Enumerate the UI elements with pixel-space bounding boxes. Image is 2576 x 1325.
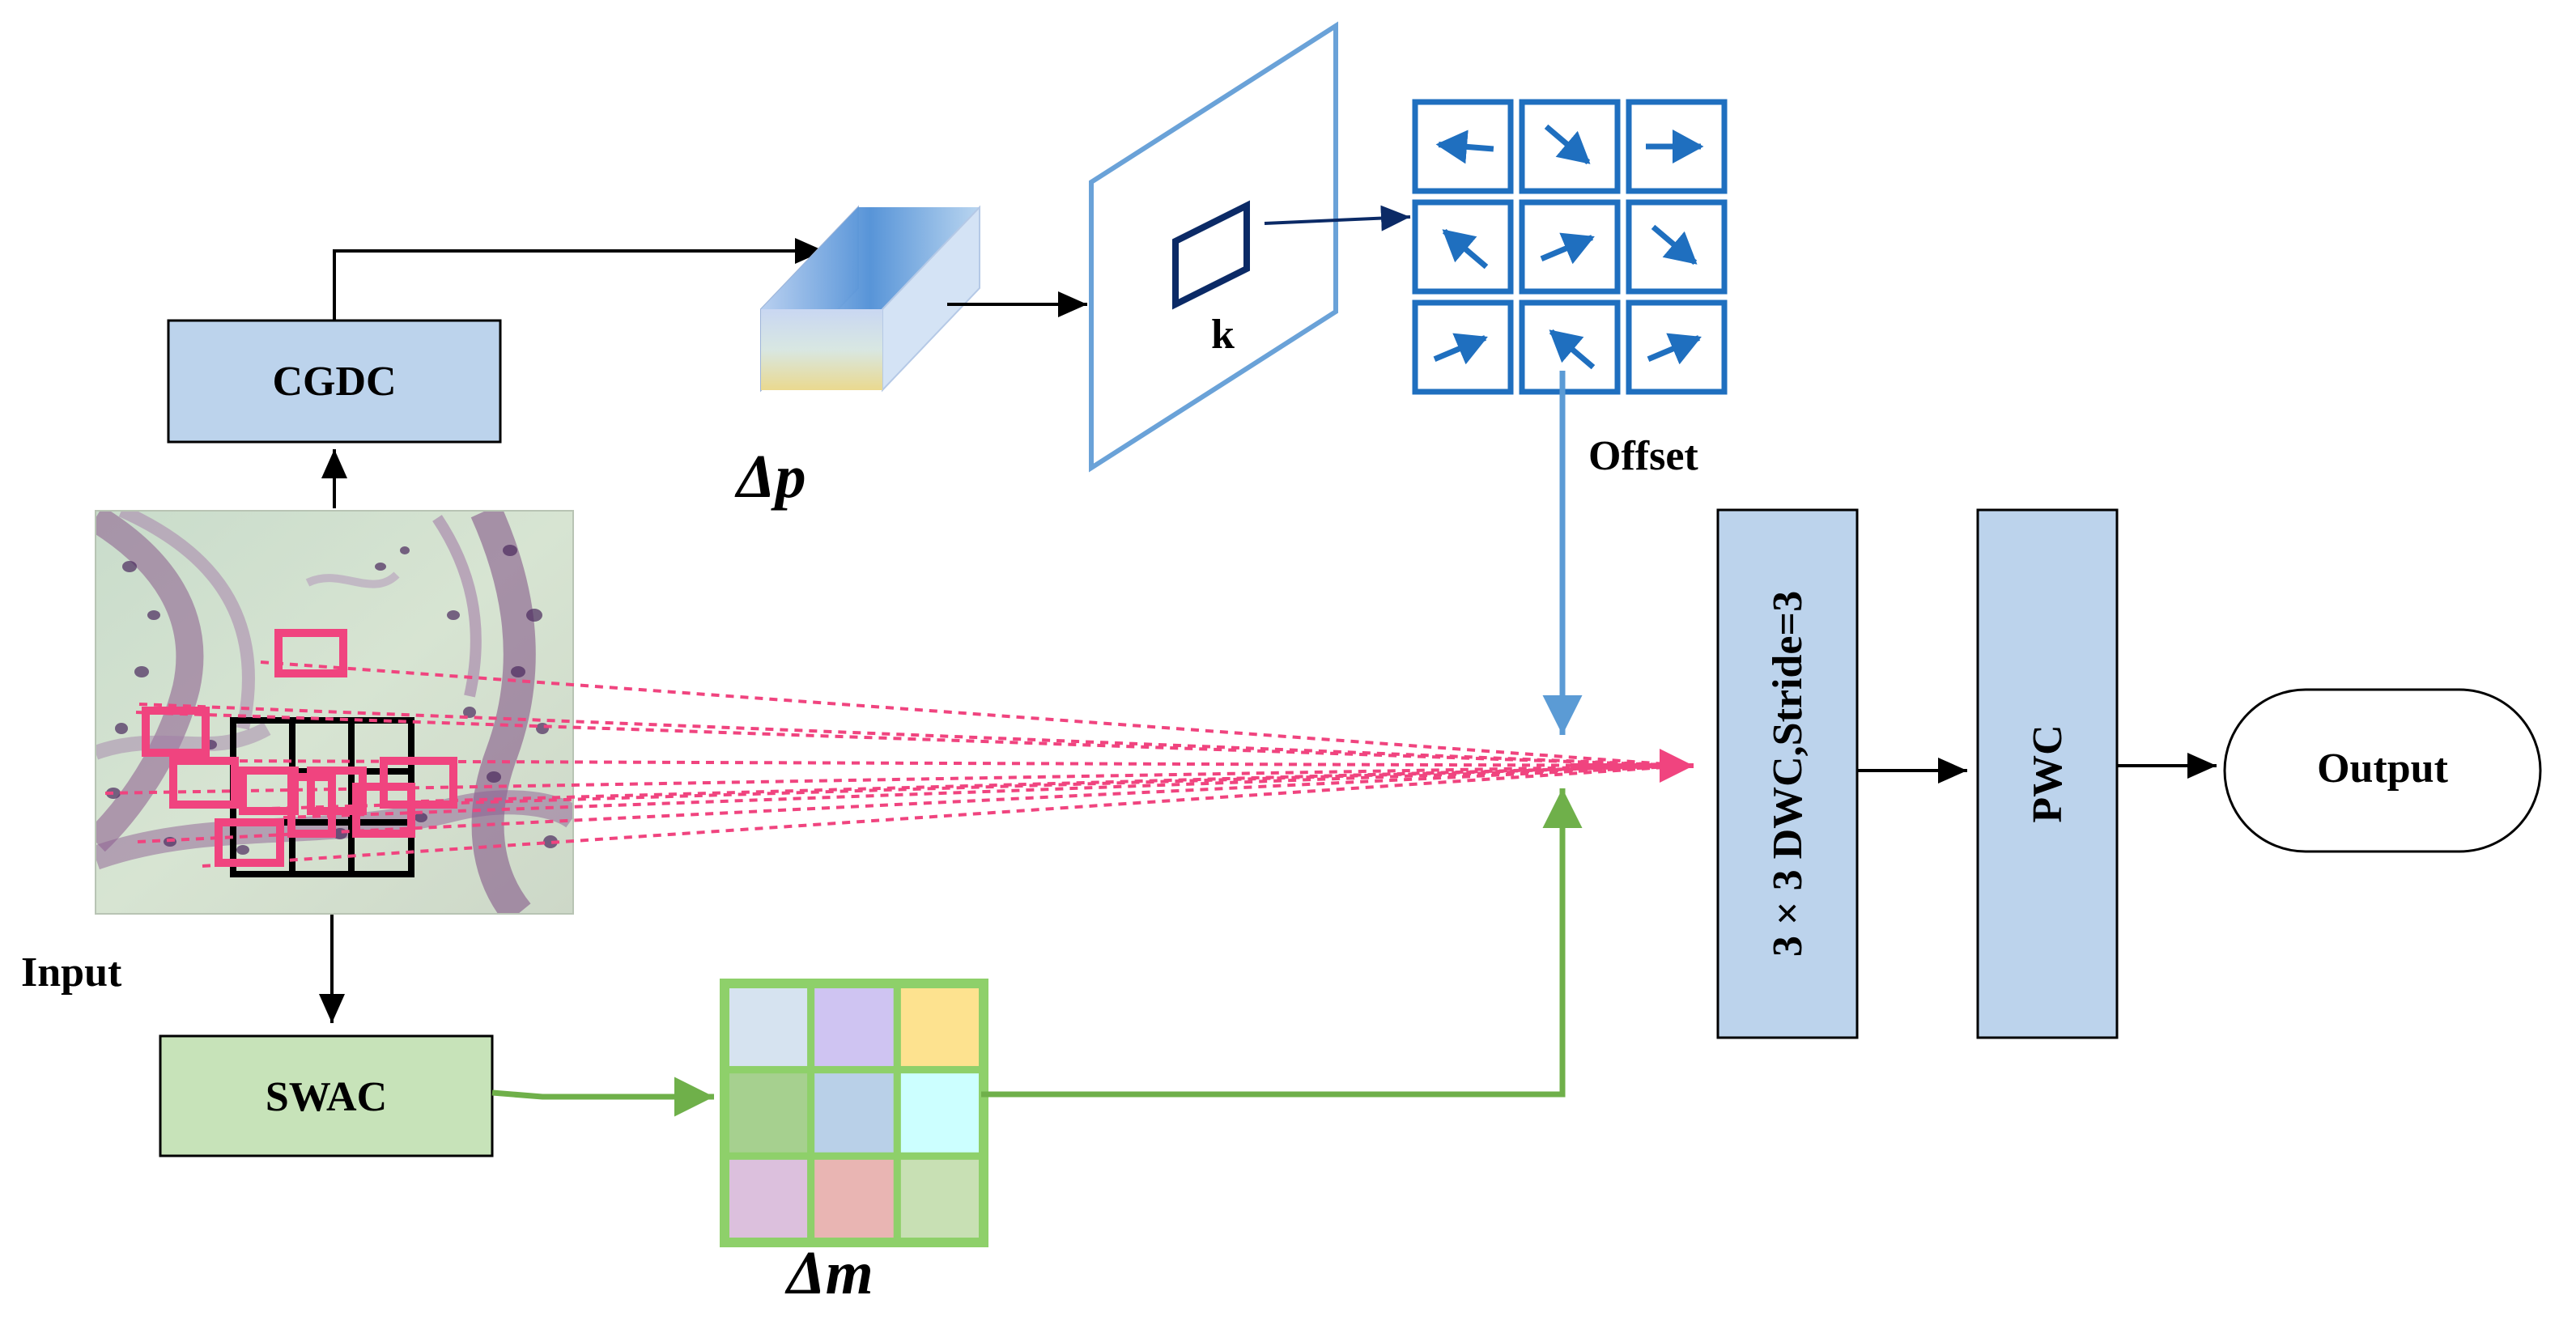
offset-arrow-icon [1442, 228, 1489, 270]
offset-arrow-icon [1651, 224, 1698, 265]
delta-m-cell [807, 1152, 901, 1246]
tissue-texture [96, 511, 573, 914]
delta-p-tensor [760, 205, 980, 393]
pwc-label: PWC [2025, 724, 2071, 822]
offset-arrow-icon [1544, 124, 1591, 165]
offset-arrow-icon [1433, 333, 1488, 365]
offset-arrow-icon [1540, 232, 1595, 265]
delta-m-cell [721, 1066, 815, 1160]
dwc-box: 3 × 3 DWC,Stride=3 [1716, 508, 1859, 1039]
delta-m-cell [807, 979, 901, 1074]
cgdc-label: CGDC [272, 359, 396, 405]
dwc-label: 3 × 3 DWC,Stride=3 [1765, 591, 1811, 957]
offset-cell [1412, 99, 1514, 194]
delta-m-to-merge-arrow [981, 788, 1583, 1098]
kernel-label: k [1211, 312, 1235, 358]
offset-cell [1412, 199, 1514, 295]
offset-arrow-icon [1549, 329, 1596, 370]
swac-box: SWAC [159, 1034, 494, 1157]
delta-m-label: Δm [784, 1239, 874, 1307]
delta-m-cell [893, 1066, 988, 1160]
offset-cell [1519, 199, 1621, 295]
offset-arrow-icon [1435, 130, 1494, 164]
delta-m-cell [807, 1066, 901, 1160]
kernel-to-offset-arrow [1264, 205, 1411, 231]
delta-m-cell [721, 979, 815, 1074]
delta-m-cell [893, 1152, 988, 1246]
cgdc-to-delta-p-arrow [333, 238, 824, 321]
delta-m-grid [720, 979, 988, 1247]
offset-cell [1626, 99, 1728, 194]
output-box: Output [2223, 688, 2542, 853]
kernel-square [1172, 200, 1250, 310]
offset-label: Offset [1588, 433, 1698, 479]
output-label: Output [2317, 745, 2449, 792]
offset-cell [1412, 299, 1514, 395]
input-label: Input [21, 949, 122, 996]
delta-m-cell [893, 979, 988, 1074]
pwc-box: PWC [1976, 508, 2119, 1039]
delta-m-border [720, 979, 988, 1247]
swac-label: SWAC [266, 1074, 387, 1120]
offset-cell [1519, 99, 1621, 194]
delta-m-cell [721, 1152, 815, 1246]
offset-cell [1626, 199, 1728, 295]
offset-cell [1626, 299, 1728, 395]
swac-to-delta-m-arrow [491, 1077, 714, 1117]
projection-lines [104, 660, 1689, 868]
offset-grid [1412, 99, 1728, 395]
delta-p-label: Δp [734, 443, 806, 511]
cgdc-box: CGDC [167, 319, 502, 444]
offset-cell [1519, 299, 1621, 395]
feature-plane [1089, 21, 1338, 473]
offset-arrow-icon [1647, 333, 1702, 365]
